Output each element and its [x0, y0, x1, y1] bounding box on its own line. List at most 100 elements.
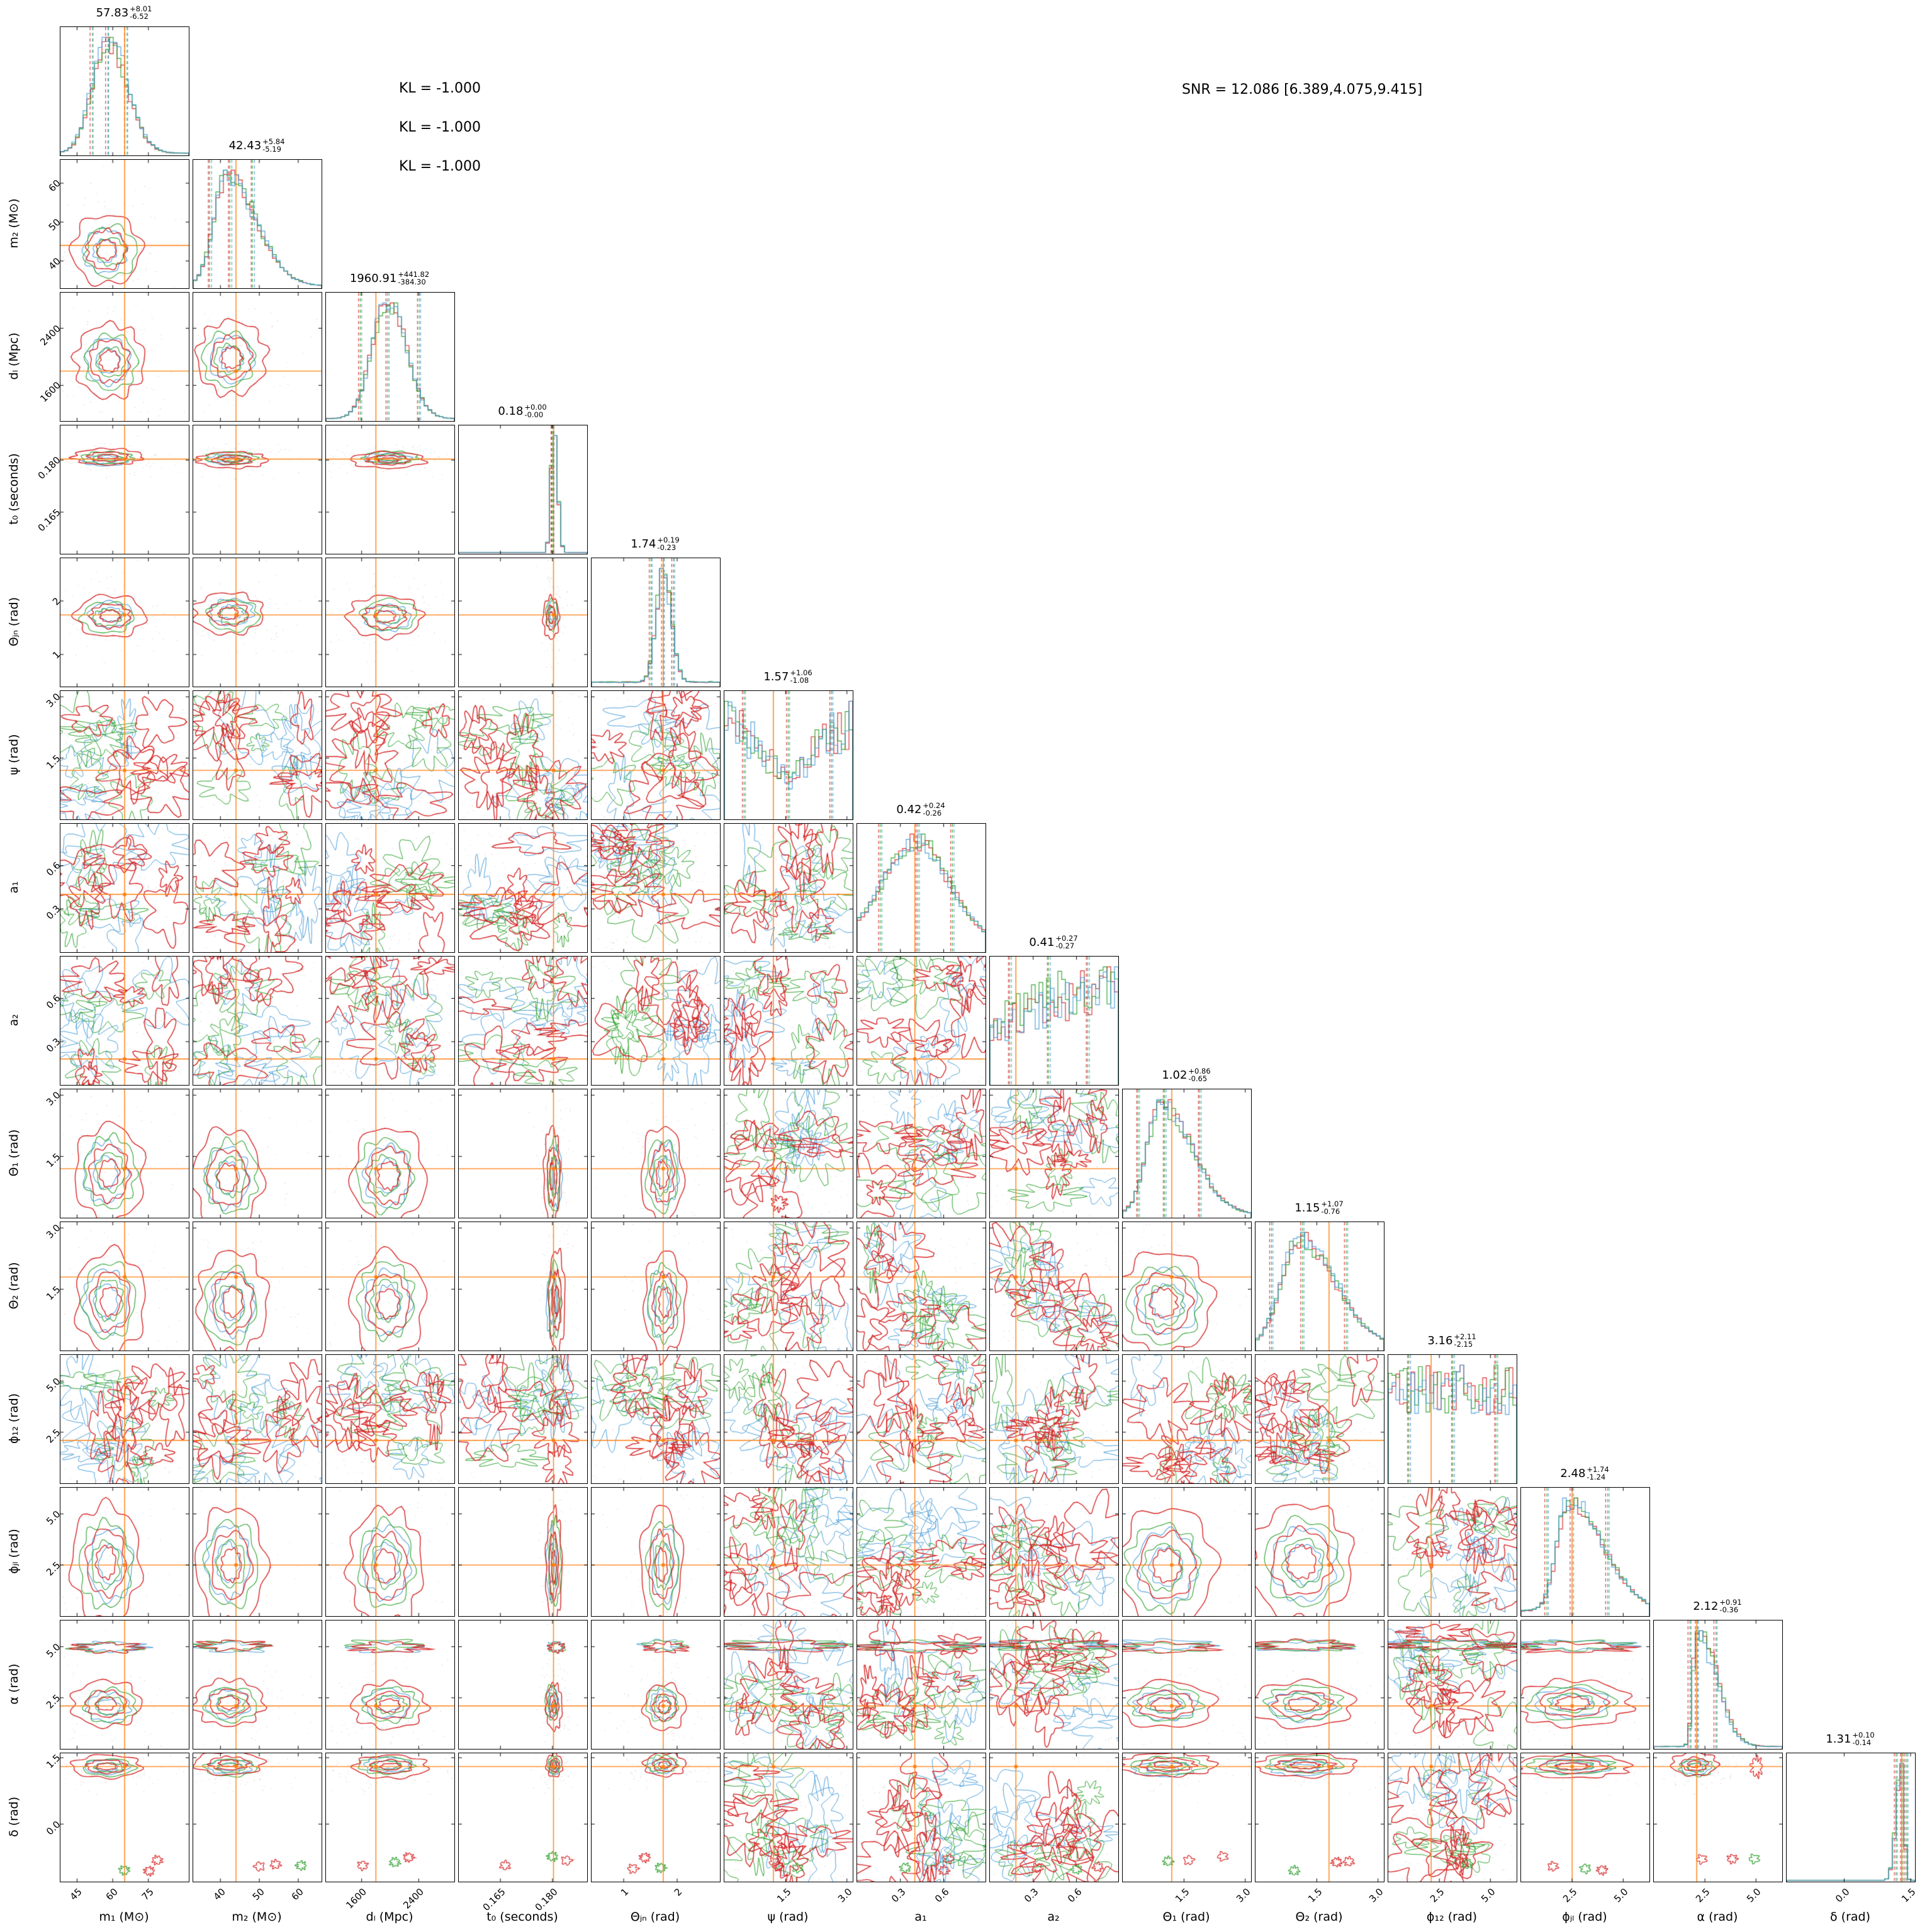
x-tick-label-psi: 1.5 — [774, 1886, 794, 1905]
panel-phi12-vs-a2 — [989, 1354, 1119, 1484]
x-axis-label-a1: a₁ — [914, 1910, 927, 1924]
panel-phi12-vs-theta_jn — [591, 1354, 721, 1484]
panel-dL-vs-m1 — [60, 292, 189, 422]
panel-phi12-vs-psi — [724, 1354, 853, 1484]
diag-title-plus: +0.00 — [524, 403, 547, 412]
panel-theta2-vs-psi — [724, 1222, 853, 1351]
panel-a2-vs-a1 — [856, 956, 986, 1086]
diag-title-errors: +0.19-0.23 — [657, 536, 679, 551]
hist-panel-theta2 — [1255, 1222, 1384, 1351]
panel-phi_jl-vs-t0 — [458, 1487, 588, 1617]
snr-annotation: SNR = 12.086 [6.389,4.075,9.415] — [1182, 82, 1423, 98]
panel-t0-vs-m1 — [60, 425, 189, 554]
panel-a2-vs-m2 — [193, 956, 322, 1086]
panel-phi_jl-vs-dL — [325, 1487, 455, 1617]
panel-dL-vs-m2 — [193, 292, 322, 422]
diag-title-minus: -0.00 — [524, 410, 544, 420]
x-tick-label-dL: 1600 — [344, 1886, 369, 1911]
panel-m2-vs-m1 — [60, 159, 189, 289]
x-tick-label-m1: 45 — [67, 1886, 85, 1903]
y-axis-label-alpha: α (rad) — [7, 1663, 21, 1705]
diag-title-median: 3.16 — [1427, 1334, 1453, 1347]
y-axis-label-a1: a₁ — [7, 881, 21, 894]
diag-title-theta2: 1.15+1.07-0.76 — [1295, 1200, 1343, 1215]
panel-a2-vs-psi — [724, 956, 853, 1086]
diag-title-median: 57.83 — [96, 6, 129, 20]
diag-title-theta1: 1.02+0.86-0.65 — [1162, 1067, 1210, 1082]
x-tick-label-delta: 0.0 — [1833, 1886, 1852, 1905]
hist-panel-theta1 — [1122, 1089, 1252, 1218]
panel-theta1-vs-m1 — [60, 1089, 189, 1218]
diag-title-minus: -384.30 — [398, 278, 426, 287]
panel-theta1-vs-a2 — [989, 1089, 1119, 1218]
panel-phi_jl-vs-phi12 — [1388, 1487, 1517, 1617]
x-tick-label-a1: 0.3 — [889, 1886, 908, 1905]
x-axis-label-dL: dₗ (Mpc) — [366, 1910, 413, 1924]
hist-panel-delta — [1786, 1753, 1916, 1882]
panel-phi12-vs-t0 — [458, 1354, 588, 1484]
diag-title-median: 1.74 — [631, 537, 656, 551]
x-tick-label-delta: 1.5 — [1899, 1886, 1918, 1905]
diag-title-dL: 1960.91+441.82-384.30 — [350, 271, 429, 286]
panel-delta-vs-theta1 — [1122, 1753, 1252, 1882]
diag-title-phi12: 3.16+2.11-2.15 — [1427, 1333, 1476, 1348]
y-axis-label-psi: ψ (rad) — [7, 734, 21, 775]
hist-panel-psi — [724, 690, 853, 820]
x-tick-label-theta2: 1.5 — [1305, 1886, 1325, 1905]
panel-alpha-vs-dL — [325, 1620, 455, 1749]
y-axis-label-theta_jn: Θⱼₙ (rad) — [7, 597, 21, 647]
y-tick-label-t0: 0.180 — [35, 454, 63, 482]
y-tick-label-dL: 1600 — [37, 379, 63, 405]
x-tick-label-psi: 3.0 — [835, 1886, 855, 1905]
panel-a2-vs-t0 — [458, 956, 588, 1086]
diag-title-plus: +0.86 — [1188, 1067, 1211, 1076]
panel-theta_jn-vs-t0 — [458, 558, 588, 687]
hist-panel-t0 — [458, 425, 588, 554]
diag-title-minus: -0.65 — [1188, 1074, 1208, 1084]
hist-panel-phi_jl — [1520, 1487, 1650, 1617]
y-axis-label-delta: δ (rad) — [7, 1796, 21, 1838]
panel-phi_jl-vs-m2 — [193, 1487, 322, 1617]
x-tick-label-theta2: 3.0 — [1366, 1886, 1386, 1905]
x-tick-label-t0: 0.165 — [480, 1886, 508, 1914]
panel-delta-vs-phi_jl — [1520, 1753, 1650, 1882]
y-axis-label-theta2: Θ₂ (rad) — [7, 1262, 21, 1310]
diag-title-minus: -6.52 — [130, 12, 149, 21]
panel-psi-vs-m1 — [60, 690, 189, 820]
y-axis-label-dL: dₗ (Mpc) — [7, 332, 21, 380]
panel-alpha-vs-theta2 — [1255, 1620, 1384, 1749]
panel-theta2-vs-theta1 — [1122, 1222, 1252, 1351]
diag-title-m1: 57.83+8.01-6.52 — [96, 5, 152, 20]
x-tick-label-a2: 0.3 — [1021, 1886, 1041, 1905]
diag-title-plus: +0.24 — [923, 801, 945, 810]
panel-theta1-vs-m2 — [193, 1089, 322, 1218]
diag-title-errors: +0.00-0.00 — [524, 403, 546, 418]
panel-theta2-vs-theta_jn — [591, 1222, 721, 1351]
panel-alpha-vs-m2 — [193, 1620, 322, 1749]
x-axis-label-a2: a₂ — [1047, 1910, 1060, 1924]
diag-title-plus: +0.27 — [1055, 934, 1078, 943]
kl-annotation-3: KL = -1.000 — [399, 159, 481, 174]
x-tick-label-alpha: 5.0 — [1744, 1886, 1764, 1905]
diag-title-errors: +441.82-384.30 — [398, 271, 429, 286]
panel-a1-vs-dL — [325, 823, 455, 953]
panel-phi_jl-vs-psi — [724, 1487, 853, 1617]
panel-theta_jn-vs-m1 — [60, 558, 189, 687]
diag-title-median: 0.41 — [1029, 935, 1055, 949]
kl-annotation-1: KL = -1.000 — [399, 81, 481, 96]
y-axis-label-m2: m₂ (M⊙) — [7, 198, 21, 249]
panel-psi-vs-t0 — [458, 690, 588, 820]
diag-title-errors: +0.91-0.36 — [1719, 1598, 1741, 1614]
panel-alpha-vs-t0 — [458, 1620, 588, 1749]
diag-title-median: 0.42 — [896, 802, 922, 816]
diag-title-median: 1.31 — [1826, 1732, 1851, 1746]
diag-title-plus: +1.06 — [790, 668, 812, 677]
diag-title-errors: +0.86-0.65 — [1188, 1067, 1210, 1082]
panel-t0-vs-dL — [325, 425, 455, 554]
hist-panel-dL — [325, 292, 455, 422]
panel-phi_jl-vs-a1 — [856, 1487, 986, 1617]
x-tick-label-a1: 0.6 — [932, 1886, 952, 1905]
panel-phi_jl-vs-theta_jn — [591, 1487, 721, 1617]
diag-title-a1: 0.42+0.24-0.26 — [896, 802, 945, 817]
